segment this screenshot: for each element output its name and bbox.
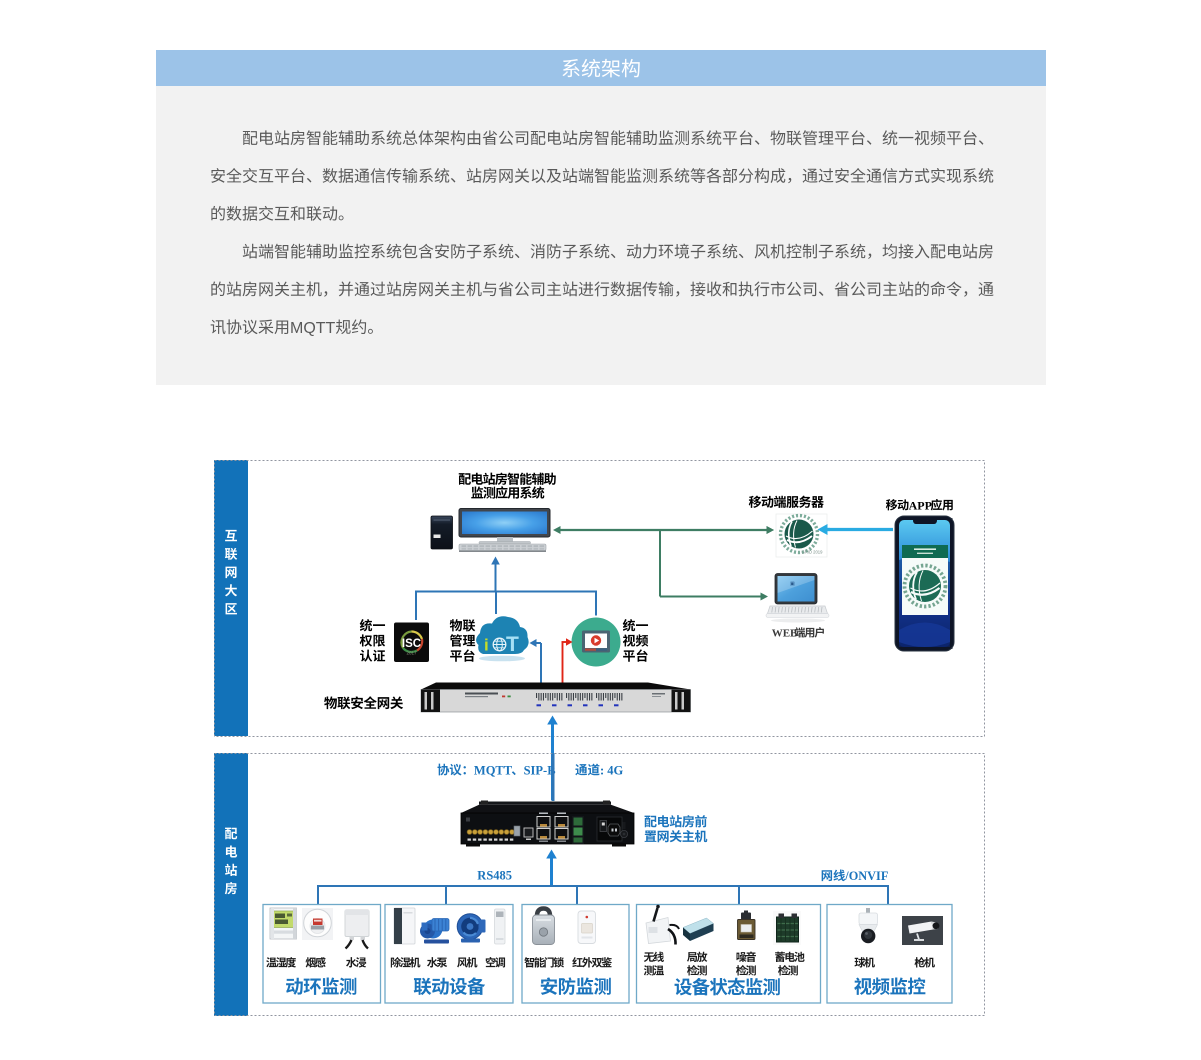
svg-text:/ONVIF: /ONVIF — [844, 869, 888, 883]
svg-text:2017: 2017 — [406, 651, 417, 656]
svg-text:GRID 2019: GRID 2019 — [802, 550, 824, 555]
svg-text:MQTT: MQTT — [474, 763, 513, 777]
svg-text:APP: APP — [909, 498, 932, 512]
svg-text:ISC: ISC — [402, 638, 421, 650]
svg-text:SIP-B: SIP-B — [524, 763, 556, 777]
svg-text:MQTT: MQTT — [290, 320, 336, 337]
svg-text:i: i — [484, 636, 489, 655]
svg-text:RS485: RS485 — [477, 869, 512, 883]
svg-text:▣: ▣ — [790, 581, 795, 587]
svg-text:T: T — [506, 633, 519, 656]
svg-text:WEB: WEB — [772, 628, 798, 640]
svg-text:: 4G: : 4G — [600, 763, 624, 777]
